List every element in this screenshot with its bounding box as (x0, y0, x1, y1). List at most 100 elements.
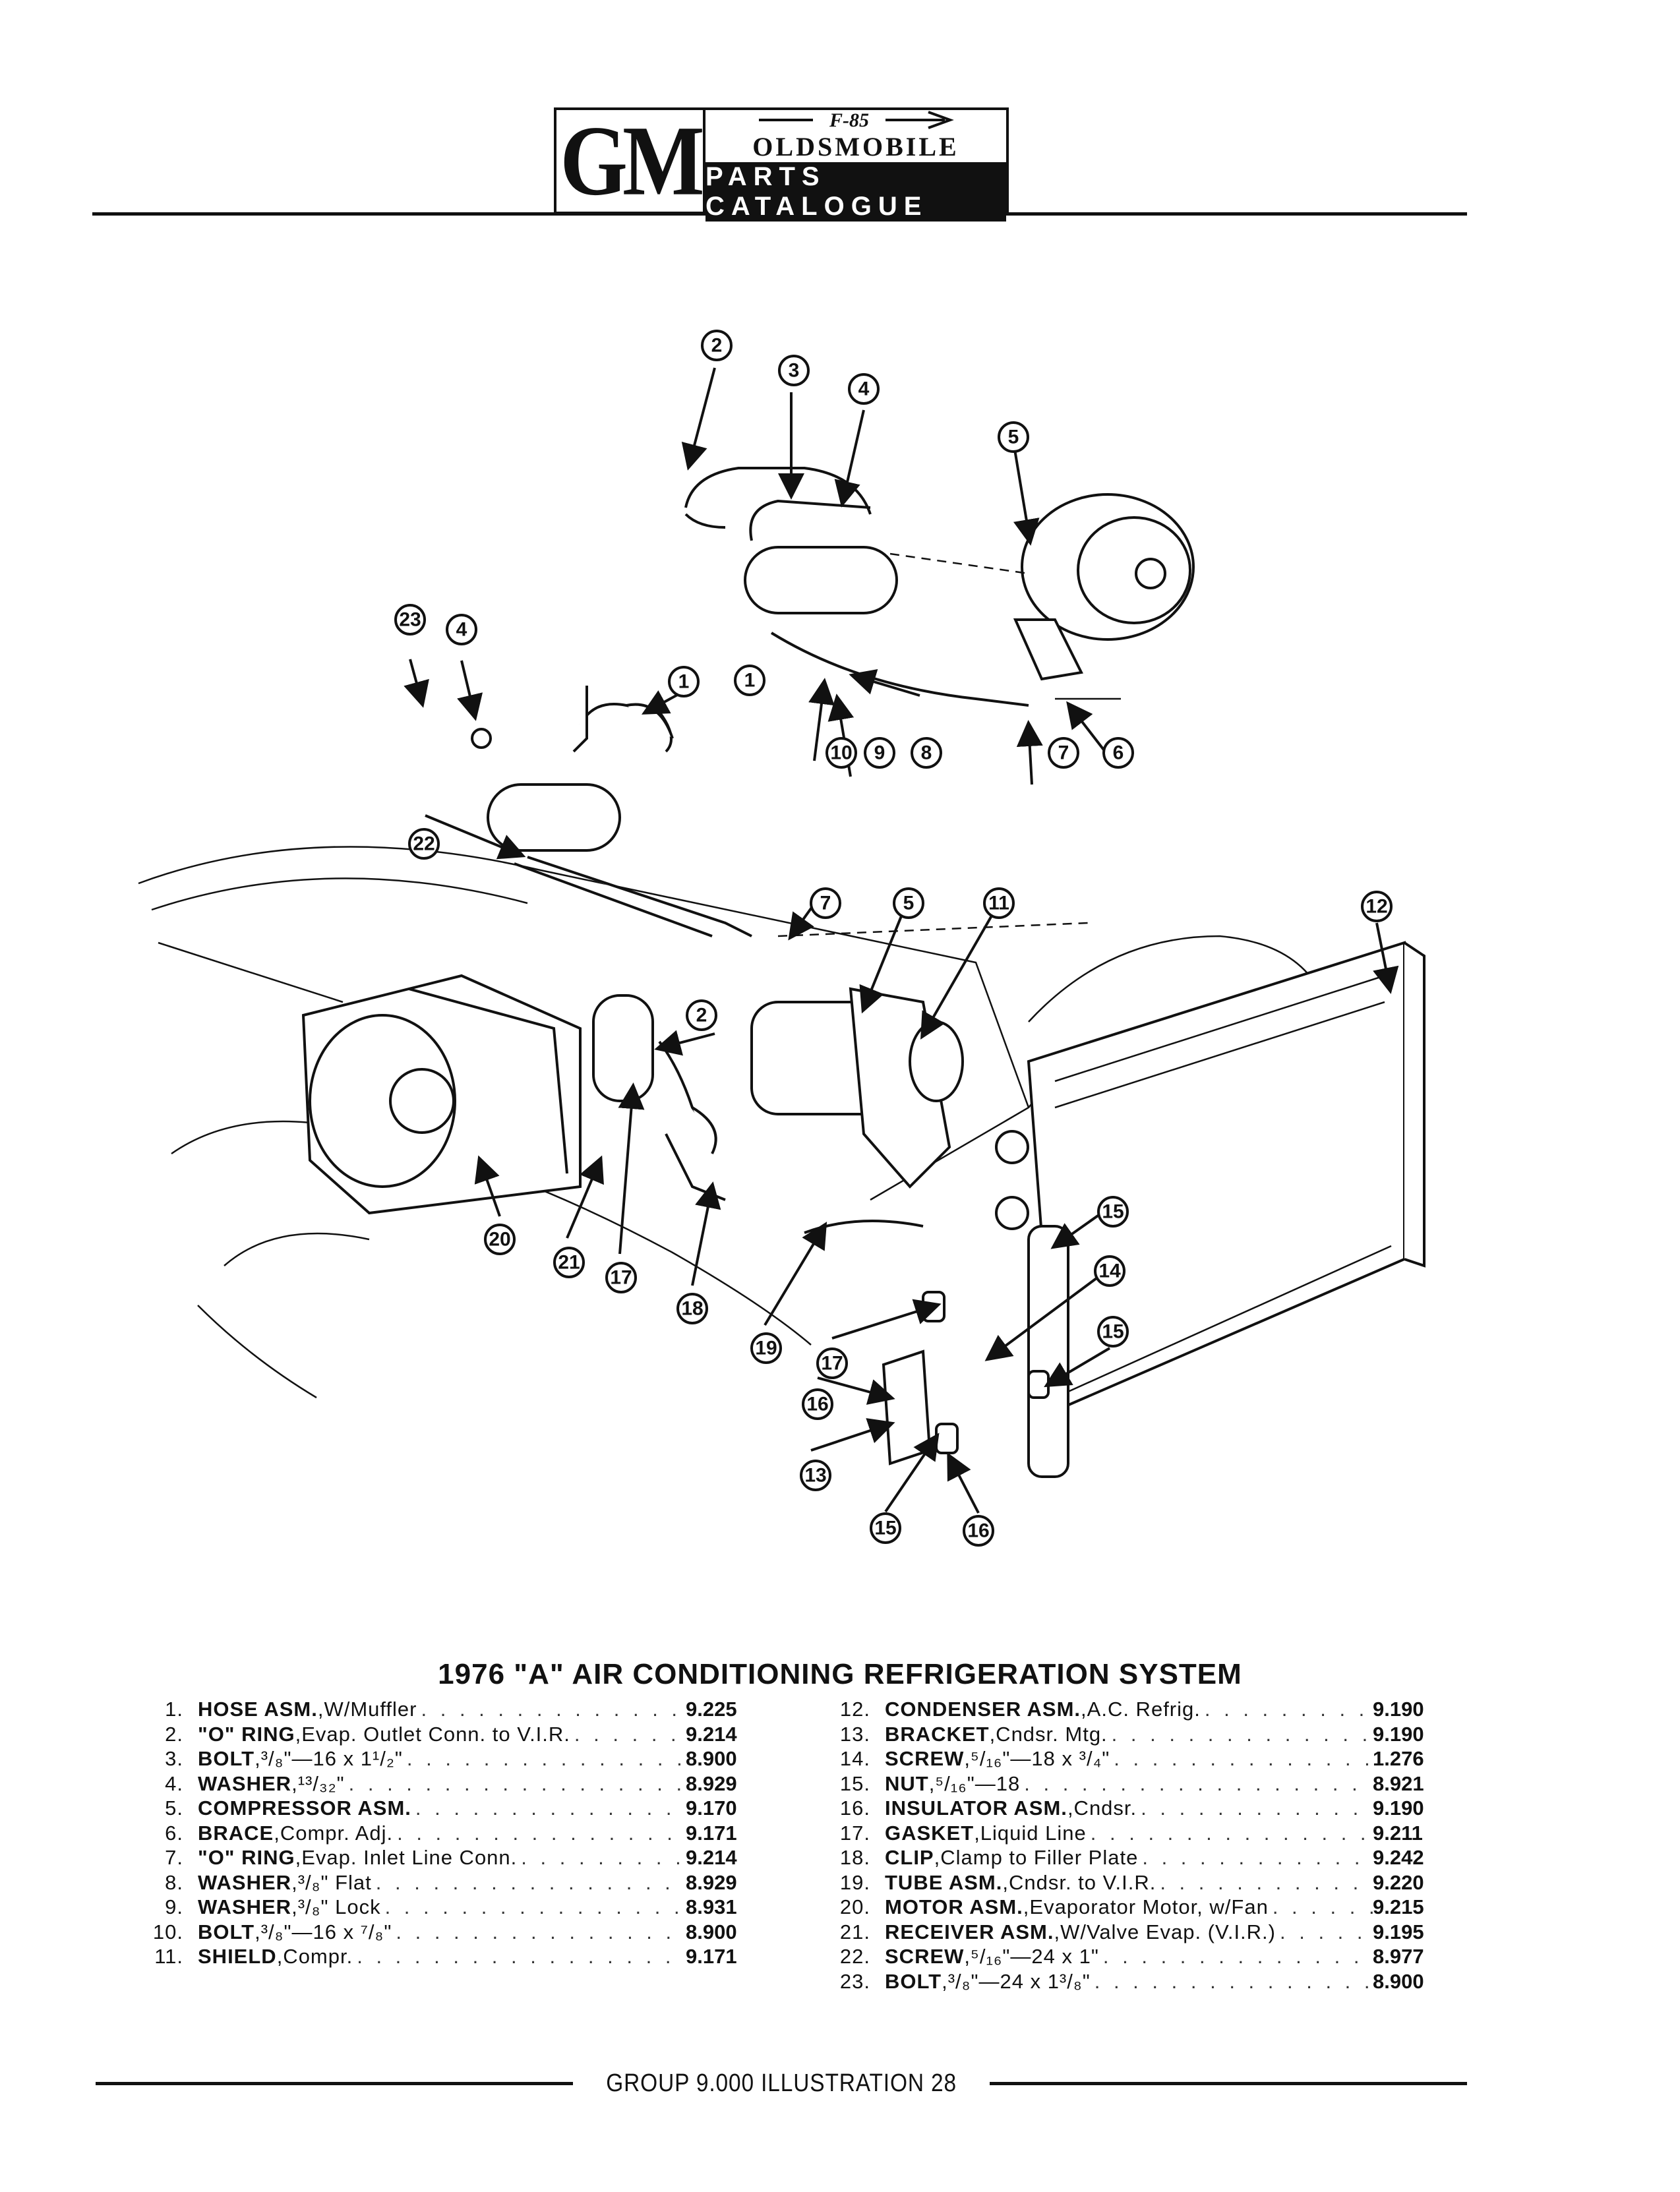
list-item: 1.HOSE ASM.,W/Muffler9.225 (142, 1698, 758, 1723)
gm-logo-text: GM (560, 104, 704, 216)
svg-text:10: 10 (830, 742, 852, 764)
muffler-lower (487, 783, 621, 852)
callout-5: 5 (998, 421, 1029, 453)
callout-16: 16 (802, 1388, 833, 1420)
list-item: 7."O" RING,Evap. Inlet Line Conn.9.214 (142, 1846, 758, 1871)
list-item: 15.NUT,⁵/₁₆"—188.921 (829, 1772, 1445, 1797)
model-mark-text: F-85 (829, 110, 869, 130)
parts-list-left-column: 1.HOSE ASM.,W/Muffler9.225 2."O" RING,Ev… (142, 1698, 758, 1970)
callout-18: 18 (676, 1293, 708, 1324)
svg-text:3: 3 (789, 360, 800, 382)
svg-text:15: 15 (874, 1518, 896, 1539)
callout-15b: 15 (1097, 1316, 1129, 1348)
middle-receiver-assembly (471, 686, 1089, 937)
list-item: 2."O" RING,Evap. Outlet Conn. to V.I.R.9… (142, 1723, 758, 1748)
callout-9: 9 (864, 737, 895, 769)
list-item: 3.BOLT,³/₈"—16 x 1¹/₂"8.900 (142, 1747, 758, 1772)
svg-text:5: 5 (903, 893, 915, 914)
parts-list-title: 1976 "A" AIR CONDITIONING REFRIGERATION … (438, 1658, 1242, 1690)
callout-3: 3 (778, 355, 810, 386)
list-item: 13.BRACKET,Cndsr. Mtg.9.190 (829, 1723, 1445, 1748)
svg-text:13: 13 (804, 1465, 826, 1487)
svg-text:9: 9 (874, 742, 885, 764)
svg-text:6: 6 (1113, 742, 1124, 764)
callout-2: 2 (701, 330, 733, 361)
list-item: 5.COMPRESSOR ASM.9.170 (142, 1796, 758, 1822)
upper-compressor-assembly (684, 467, 1195, 707)
vir-receiver (592, 994, 654, 1102)
logo-top: F-85 OLDSMOBILE (705, 110, 1006, 162)
svg-text:2: 2 (711, 335, 723, 357)
list-item: 11.SHIELD,Compr.9.171 (142, 1945, 758, 1970)
callout-8: 8 (911, 737, 942, 769)
blower-motor (389, 1068, 455, 1134)
callout-23: 23 (394, 604, 426, 636)
callout-1b: 1 (668, 666, 700, 697)
leader-lines (404, 367, 1399, 1514)
svg-text:5: 5 (1008, 427, 1019, 448)
svg-text:14: 14 (1098, 1260, 1121, 1282)
callout-4b: 4 (446, 614, 477, 645)
callout-21: 21 (553, 1247, 585, 1278)
callout-6: 6 (1102, 737, 1134, 769)
callout-15c: 15 (870, 1512, 901, 1544)
callout-17: 17 (605, 1262, 637, 1293)
svg-text:16: 16 (806, 1394, 828, 1415)
condenser (995, 941, 1425, 1478)
svg-text:23: 23 (399, 609, 421, 631)
callout-10: 10 (825, 737, 857, 769)
footer-text: GROUP 9.000 ILLUSTRATION 28 (606, 2069, 957, 2097)
footer-rule-left (96, 2081, 573, 2085)
model-arrow-icon: F-85 (759, 110, 954, 130)
svg-text:7: 7 (1058, 742, 1069, 764)
list-item: 6.BRACE,Compr. Adj.9.171 (142, 1822, 758, 1847)
svg-text:16: 16 (967, 1520, 989, 1542)
list-item: 12.CONDENSER ASM.,A.C. Refrig.9.190 (829, 1698, 1445, 1723)
gm-oldsmobile-logo: GM F-85 OLDSMOBILE PARTS CATALOGUE (554, 104, 1009, 222)
svg-text:2: 2 (696, 1005, 707, 1026)
list-item: 18.CLIP,Clamp to Filler Plate9.242 (829, 1846, 1445, 1871)
list-item: 16.INSULATOR ASM.,Cndsr.9.190 (829, 1796, 1445, 1822)
ac-system-exploded-diagram: 2 3 4 5 1 10 9 8 7 6 23 4 1 22 7 5 11 12… (138, 330, 1425, 1547)
list-item: 19.TUBE ASM.,Cndsr. to V.I.R.9.220 (829, 1871, 1445, 1896)
svg-text:1: 1 (678, 671, 690, 693)
callout-16b: 16 (963, 1515, 994, 1547)
svg-text:8: 8 (921, 742, 932, 764)
callout-22: 22 (408, 828, 440, 860)
callout-2b: 2 (686, 999, 717, 1031)
callout-1: 1 (734, 665, 765, 696)
callout-17b: 17 (816, 1348, 848, 1379)
parts-list-right-column: 12.CONDENSER ASM.,A.C. Refrig.9.190 13.B… (829, 1698, 1445, 1994)
svg-text:11: 11 (988, 893, 1009, 914)
callout-4: 4 (848, 373, 880, 405)
callout-7: 7 (1048, 737, 1079, 769)
footer-rule-right (990, 2081, 1468, 2085)
condenser-brackets (882, 1291, 1050, 1466)
callout-19: 19 (750, 1332, 782, 1364)
svg-text:19: 19 (755, 1338, 777, 1359)
callout-12: 12 (1361, 891, 1393, 922)
callout-13: 13 (800, 1460, 831, 1491)
svg-text:15: 15 (1102, 1321, 1124, 1343)
list-item: 21.RECEIVER ASM.,W/Valve Evap. (V.I.R.)9… (829, 1920, 1445, 1945)
list-item: 8.WASHER,³/₈" Flat8.929 (142, 1871, 758, 1896)
list-item: 4.WASHER,¹³/₃₂"8.929 (142, 1772, 758, 1797)
list-item: 23.BOLT,³/₈"—24 x 1³/₈"8.900 (829, 1970, 1445, 1995)
callout-20: 20 (484, 1224, 516, 1255)
callout-14: 14 (1094, 1255, 1125, 1287)
svg-text:17: 17 (610, 1267, 632, 1289)
brand-name: OLDSMOBILE (752, 132, 959, 162)
svg-text:4: 4 (858, 378, 870, 400)
svg-text:1: 1 (744, 670, 756, 692)
svg-text:17: 17 (821, 1353, 843, 1375)
svg-text:20: 20 (489, 1229, 510, 1251)
list-item: 17.GASKET,Liquid Line9.211 (829, 1822, 1445, 1847)
catalogue-label: PARTS CATALOGUE (705, 162, 1006, 222)
svg-text:7: 7 (820, 893, 831, 914)
svg-text:4: 4 (456, 619, 467, 641)
list-item: 20.MOTOR ASM.,Evaporator Motor, w/Fan9.2… (829, 1895, 1445, 1920)
page-footer: GROUP 9.000 ILLUSTRATION 28 (96, 2067, 1468, 2100)
muffler (744, 546, 898, 614)
svg-text:12: 12 (1365, 896, 1387, 918)
list-item: 14.SCREW,⁵/₁₆"—18 x ³/₄"1.276 (829, 1747, 1445, 1772)
